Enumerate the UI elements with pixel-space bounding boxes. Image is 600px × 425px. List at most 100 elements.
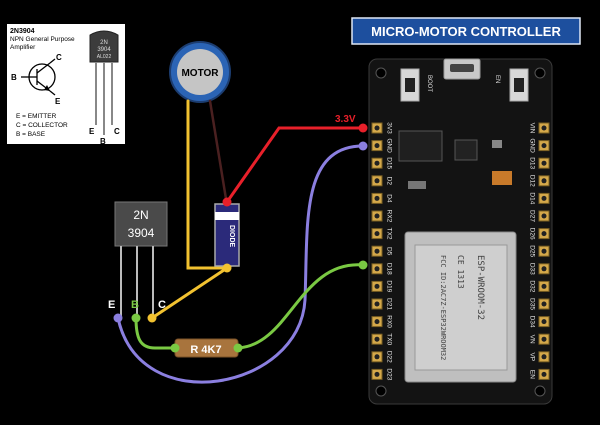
- motor-label: MOTOR: [181, 68, 219, 79]
- left-header-pin-hole: [374, 248, 380, 254]
- left-header-pin-hole: [374, 178, 380, 184]
- right-pin-label: D32: [528, 280, 535, 292]
- right-header-pins: VINGNDD13D12D14D27D26D25D33D32D35D34VNVP…: [528, 122, 550, 380]
- left-header-pin-hole: [374, 283, 380, 289]
- inset-lead-c: C: [114, 127, 120, 136]
- left-pin-label: TX2: [385, 228, 392, 240]
- inset-lead-e: E: [89, 127, 95, 136]
- right-pin-label: VIN: [528, 123, 535, 134]
- left-header-pin-hole: [374, 160, 380, 166]
- usb-uart-chip: [398, 130, 443, 162]
- left-header-pin-hole: [374, 371, 380, 377]
- green-gpio-wire: [236, 263, 365, 350]
- right-pin-label: D35: [528, 298, 535, 310]
- yellow-collector-wire: [150, 99, 232, 320]
- left-header-pin-hole: [374, 354, 380, 360]
- left-pin-label: TX0: [385, 333, 392, 345]
- mount-hole: [375, 67, 387, 79]
- right-pin-label: D13: [528, 157, 535, 169]
- left-header-pins: 3V3GNDD15D2D4RX2TX2D5D18D19D21RX0TX0D22D…: [371, 122, 392, 381]
- green-base-wire: [134, 316, 177, 350]
- right-pin-label: D27: [528, 210, 535, 222]
- transistor-pin-c: C: [158, 299, 166, 311]
- right-header-pin-hole: [541, 371, 547, 377]
- right-header-pin-hole: [541, 354, 547, 360]
- transistor-line-1: 2N: [133, 208, 148, 222]
- right-header-pin-hole: [541, 301, 547, 307]
- module-line-2: CE 1313: [456, 255, 465, 289]
- left-pin-label: D4: [385, 194, 392, 203]
- svg-text:3904: 3904: [97, 47, 111, 53]
- mount-hole: [534, 67, 546, 79]
- transistor-inset: 2N3904 NPN General Purpose Amplifier B C…: [7, 24, 125, 146]
- boot-label: BOOT: [426, 75, 432, 92]
- resistor-label: R 4K7: [190, 344, 221, 356]
- left-header-pin-hole: [374, 143, 380, 149]
- inset-legend-c: C = COLLECTOR: [16, 122, 68, 129]
- right-header-pin-hole: [541, 213, 547, 219]
- inset-pin-b: B: [11, 73, 17, 82]
- capacitor: [492, 171, 512, 185]
- right-pin-label: D14: [528, 192, 535, 204]
- right-header-pin-hole: [541, 195, 547, 201]
- right-pin-label: VN: [528, 335, 535, 344]
- left-header-pin-hole: [374, 266, 380, 272]
- purple-gnd-wire: [116, 144, 365, 384]
- diode: DIODE: [214, 203, 240, 267]
- left-pin-label: D18: [385, 263, 392, 275]
- left-header-pin-hole: [374, 195, 380, 201]
- module-line-3: ESP-WROOM-32: [475, 255, 485, 320]
- right-pin-label: EN: [528, 370, 535, 379]
- left-header-pin-hole: [374, 336, 380, 342]
- right-pin-label: VP: [528, 352, 535, 361]
- left-pin-label: D19: [385, 280, 392, 292]
- left-pin-label: D21: [385, 298, 392, 310]
- right-header-pin-hole: [541, 319, 547, 325]
- left-pin-label: D22: [385, 351, 392, 363]
- to92-package-icon: 2N 3904 AL022: [89, 30, 119, 135]
- title-text: MICRO-MOTOR CONTROLLER: [371, 24, 561, 39]
- mount-hole: [534, 385, 546, 397]
- right-header-pin-hole: [541, 160, 547, 166]
- left-pin-label: RX0: [385, 315, 392, 328]
- left-header-pin-hole: [374, 319, 380, 325]
- module-line-1: FCC ID:2AC7Z-ESP32WROOM32: [439, 255, 447, 360]
- right-pin-label: D12: [528, 175, 535, 187]
- red-3v3-wire: [225, 126, 365, 204]
- inset-pin-c: C: [56, 53, 62, 62]
- transistor-pin-b: B: [131, 299, 139, 311]
- en-label: EN: [494, 75, 500, 83]
- right-pin-label: D26: [528, 228, 535, 240]
- regulator-chip: [454, 139, 478, 161]
- transistor-line-2: 3904: [128, 226, 155, 240]
- inset-desc-1: NPN General Purpose: [10, 36, 75, 43]
- right-header-pin-hole: [541, 266, 547, 272]
- title-banner: MICRO-MOTOR CONTROLLER: [351, 17, 581, 45]
- left-pin-label: D2: [385, 177, 392, 186]
- left-header-pin-hole: [374, 301, 380, 307]
- motor-lead-wire: [208, 99, 229, 207]
- left-pin-label: D15: [385, 157, 392, 169]
- right-header-pin-hole: [541, 231, 547, 237]
- esp32-board: 3V3GNDD15D2D4RX2TX2D5D18D19D21RX0TX0D22D…: [368, 58, 553, 405]
- svg-text:AL022: AL022: [97, 54, 112, 60]
- transistor-pin-e: E: [108, 299, 115, 311]
- inset-pin-e: E: [55, 97, 61, 106]
- transistor-2n3904: 2N 3904 E B C: [108, 201, 168, 318]
- inset-legend-b: B = BASE: [16, 131, 46, 138]
- right-pin-label: D25: [528, 245, 535, 257]
- left-pin-label: D23: [385, 368, 392, 380]
- right-header-pin-hole: [541, 283, 547, 289]
- right-header-pin-hole: [541, 178, 547, 184]
- wires: [116, 99, 365, 384]
- left-pin-label: RX2: [385, 210, 392, 223]
- left-pin-label: GND: [385, 138, 392, 153]
- left-header-pin-hole: [374, 231, 380, 237]
- inset-desc-2: Amplifier: [10, 44, 36, 51]
- svg-text:2N: 2N: [100, 40, 108, 46]
- junction-dots: [113, 123, 368, 353]
- mount-hole: [375, 385, 387, 397]
- inset-legend-e: E = EMITTER: [16, 113, 57, 120]
- right-pin-label: D34: [528, 316, 535, 328]
